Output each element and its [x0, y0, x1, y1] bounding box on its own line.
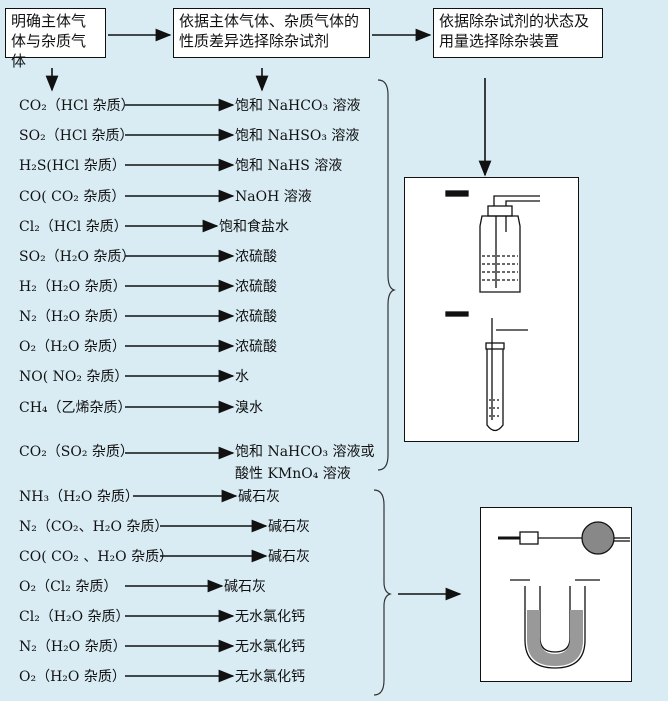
- impurity-label: N₂（CO₂、H₂O 杂质）: [19, 519, 169, 535]
- reagent-label: 碱石灰: [268, 549, 310, 565]
- reagent-label: 浓硫酸: [235, 249, 277, 265]
- u-tube-icon: [510, 579, 600, 669]
- impurity-label: H₂S(HCl 杂质）: [19, 158, 126, 174]
- reagent-label: 饱和 NaHCO₃ 溶液或: [235, 444, 375, 460]
- impurity-label: NH₃（H₂O 杂质）: [19, 489, 139, 505]
- reagent-label: 饱和食盐水: [219, 219, 289, 235]
- drying-tube-bulb-icon: [498, 521, 630, 555]
- reagent-label: 无水氯化钙: [235, 669, 305, 685]
- impurity-label: N₂（H₂O 杂质）: [19, 639, 127, 655]
- impurity-label: NO( NO₂ 杂质）: [19, 369, 129, 385]
- reagent-label: 溴水: [235, 400, 263, 416]
- flow-step-2: 依据主体气体、杂质气体的性质差异选择除杂试剂: [173, 8, 370, 58]
- test-tube-washer-icon: [445, 311, 528, 432]
- impurity-label: CO₂（HCl 杂质）: [19, 98, 135, 114]
- impurity-label: O₂（H₂O 杂质）: [19, 339, 126, 355]
- impurity-label: N₂（H₂O 杂质）: [19, 309, 127, 325]
- flow-step-1: 明确主体气体与杂质气体: [5, 8, 106, 70]
- impurity-label: O₂（H₂O 杂质）: [19, 669, 126, 685]
- impurity-label: H₂（H₂O 杂质）: [19, 279, 127, 295]
- reagent-label-line2: 酸性 KMnO₄ 溶液: [235, 466, 351, 482]
- reagent-label: 无水氯化钙: [235, 639, 305, 655]
- gas-washing-bottle-icon: [445, 190, 540, 293]
- reagent-label: 无水氯化钙: [235, 609, 305, 625]
- reagent-label: 浓硫酸: [235, 279, 277, 295]
- reagent-label: NaOH 溶液: [235, 189, 312, 205]
- reagent-label: 碱石灰: [224, 579, 266, 595]
- reagent-label: 碱石灰: [268, 519, 310, 535]
- impurity-label: O₂（Cl₂ 杂质）: [19, 579, 118, 595]
- reagent-label: 浓硫酸: [235, 309, 277, 325]
- reagent-label: 浓硫酸: [235, 339, 277, 355]
- impurity-label: SO₂（H₂O 杂质）: [19, 249, 136, 265]
- impurity-label: Cl₂（HCl 杂质）: [19, 219, 128, 235]
- reagent-label: 饱和 NaHS 溶液: [235, 158, 343, 174]
- impurity-label: CO₂（SO₂ 杂质）: [19, 444, 134, 460]
- flow-step-3: 依据除杂试剂的状态及用量选择除杂装置: [433, 8, 603, 58]
- reagent-label: 饱和 NaHCO₃ 溶液: [235, 98, 361, 114]
- impurity-label: SO₂（HCl 杂质）: [19, 128, 134, 144]
- reagent-label: 碱石灰: [238, 489, 280, 505]
- impurity-label: CH₄（乙烯杂质）: [19, 400, 132, 416]
- impurity-label: CO( CO₂ 、H₂O 杂质）: [19, 549, 174, 565]
- impurity-label: Cl₂（H₂O 杂质）: [19, 609, 130, 625]
- reagent-label: 水: [235, 369, 249, 385]
- impurity-label: CO( CO₂ 杂质）: [19, 189, 126, 205]
- reagent-label: 饱和 NaHSO₃ 溶液: [235, 128, 360, 144]
